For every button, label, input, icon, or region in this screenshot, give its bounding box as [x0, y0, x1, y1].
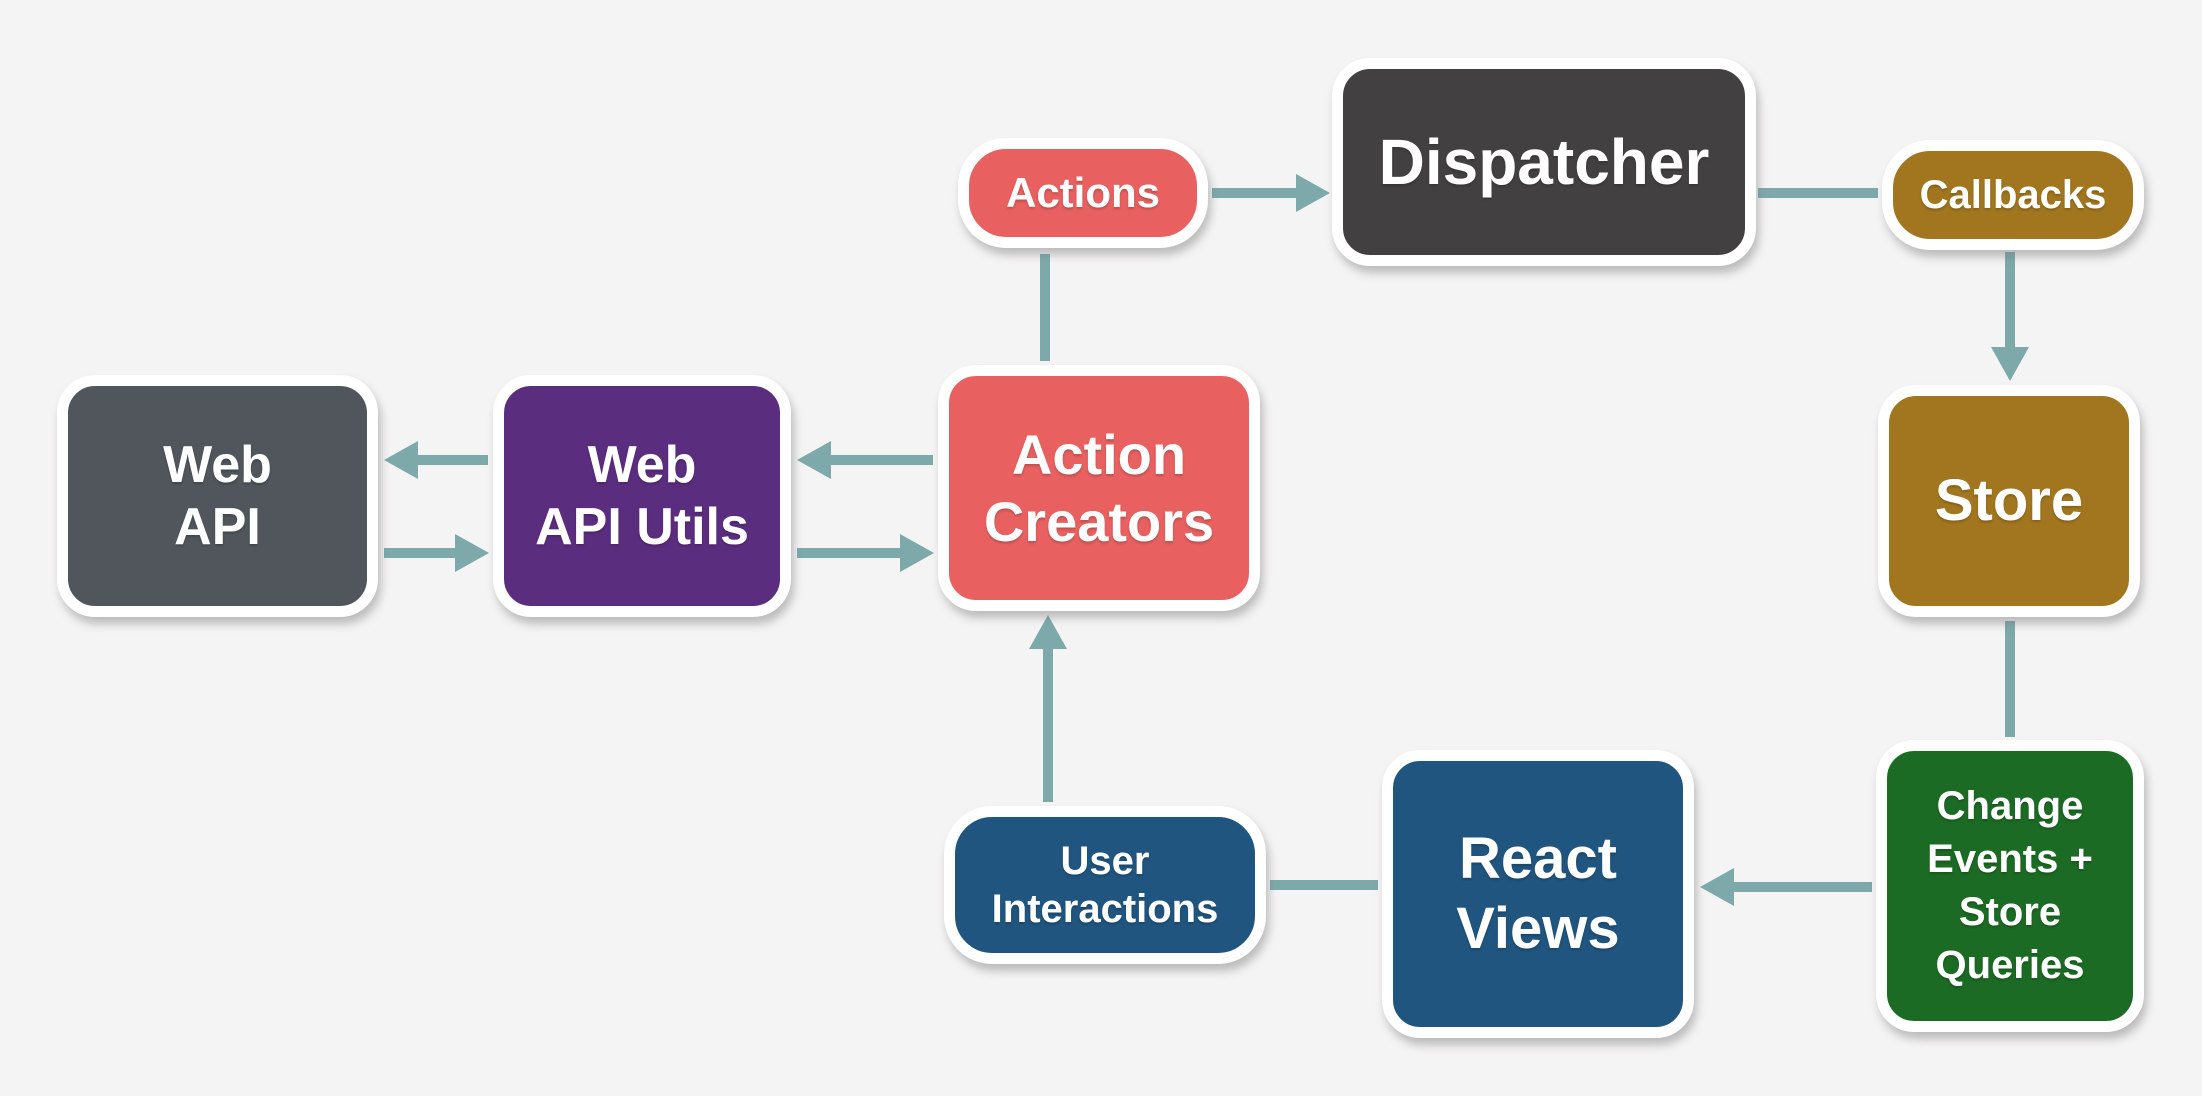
arrow-action-creators-to-web-api-utils — [797, 441, 933, 479]
arrow-callbacks-to-store — [1991, 252, 2029, 381]
arrowhead-right-icon — [900, 534, 934, 572]
arrowhead-right-icon — [1296, 174, 1330, 212]
arrow-user-interactions-to-action-creators — [1029, 615, 1067, 802]
node-callbacks: Callbacks — [1882, 140, 2144, 250]
node-react-views: React Views — [1382, 750, 1694, 1038]
node-dispatcher: Dispatcher — [1332, 58, 1756, 266]
node-action-creators-label: Action Creators — [983, 422, 1215, 553]
node-user-interactions-label: User Interactions — [991, 839, 1219, 931]
node-web-api-utils-label: Web API Utils — [535, 435, 749, 556]
node-web-api: Web API — [57, 375, 378, 617]
arrowhead-left-icon — [1700, 868, 1734, 906]
arrow-web-api-to-web-api-utils — [384, 534, 489, 572]
arrowhead-left-icon — [384, 441, 418, 479]
node-web-api-label: Web API — [163, 435, 272, 556]
node-react-views-label: React Views — [1456, 826, 1620, 961]
node-user-interactions: User Interactions — [944, 806, 1266, 964]
node-action-creators: Action Creators — [938, 365, 1260, 611]
arrowhead-down-icon — [1991, 347, 2029, 381]
node-actions: Actions — [958, 138, 1208, 248]
node-callbacks-label: Callbacks — [1919, 173, 2107, 217]
node-dispatcher-label: Dispatcher — [1378, 125, 1710, 198]
node-change-events-store-queries-label: Change Events + Store Queries — [1927, 784, 2093, 987]
arrow-actions-to-dispatcher — [1212, 174, 1330, 212]
node-change-events-store-queries: Change Events + Store Queries — [1876, 740, 2144, 1032]
arrow-change-events-to-react-views — [1700, 868, 1872, 906]
arrowhead-right-icon — [455, 534, 489, 572]
node-web-api-utils: Web API Utils — [493, 375, 791, 617]
node-store: Store — [1878, 385, 2140, 617]
arrowhead-up-icon — [1029, 615, 1067, 649]
arrowhead-left-icon — [797, 441, 831, 479]
node-store-label: Store — [1934, 468, 2084, 534]
arrow-web-api-utils-to-action-creators — [797, 534, 934, 572]
node-actions-label: Actions — [1005, 168, 1160, 216]
arrow-web-api-utils-to-web-api — [384, 441, 488, 479]
